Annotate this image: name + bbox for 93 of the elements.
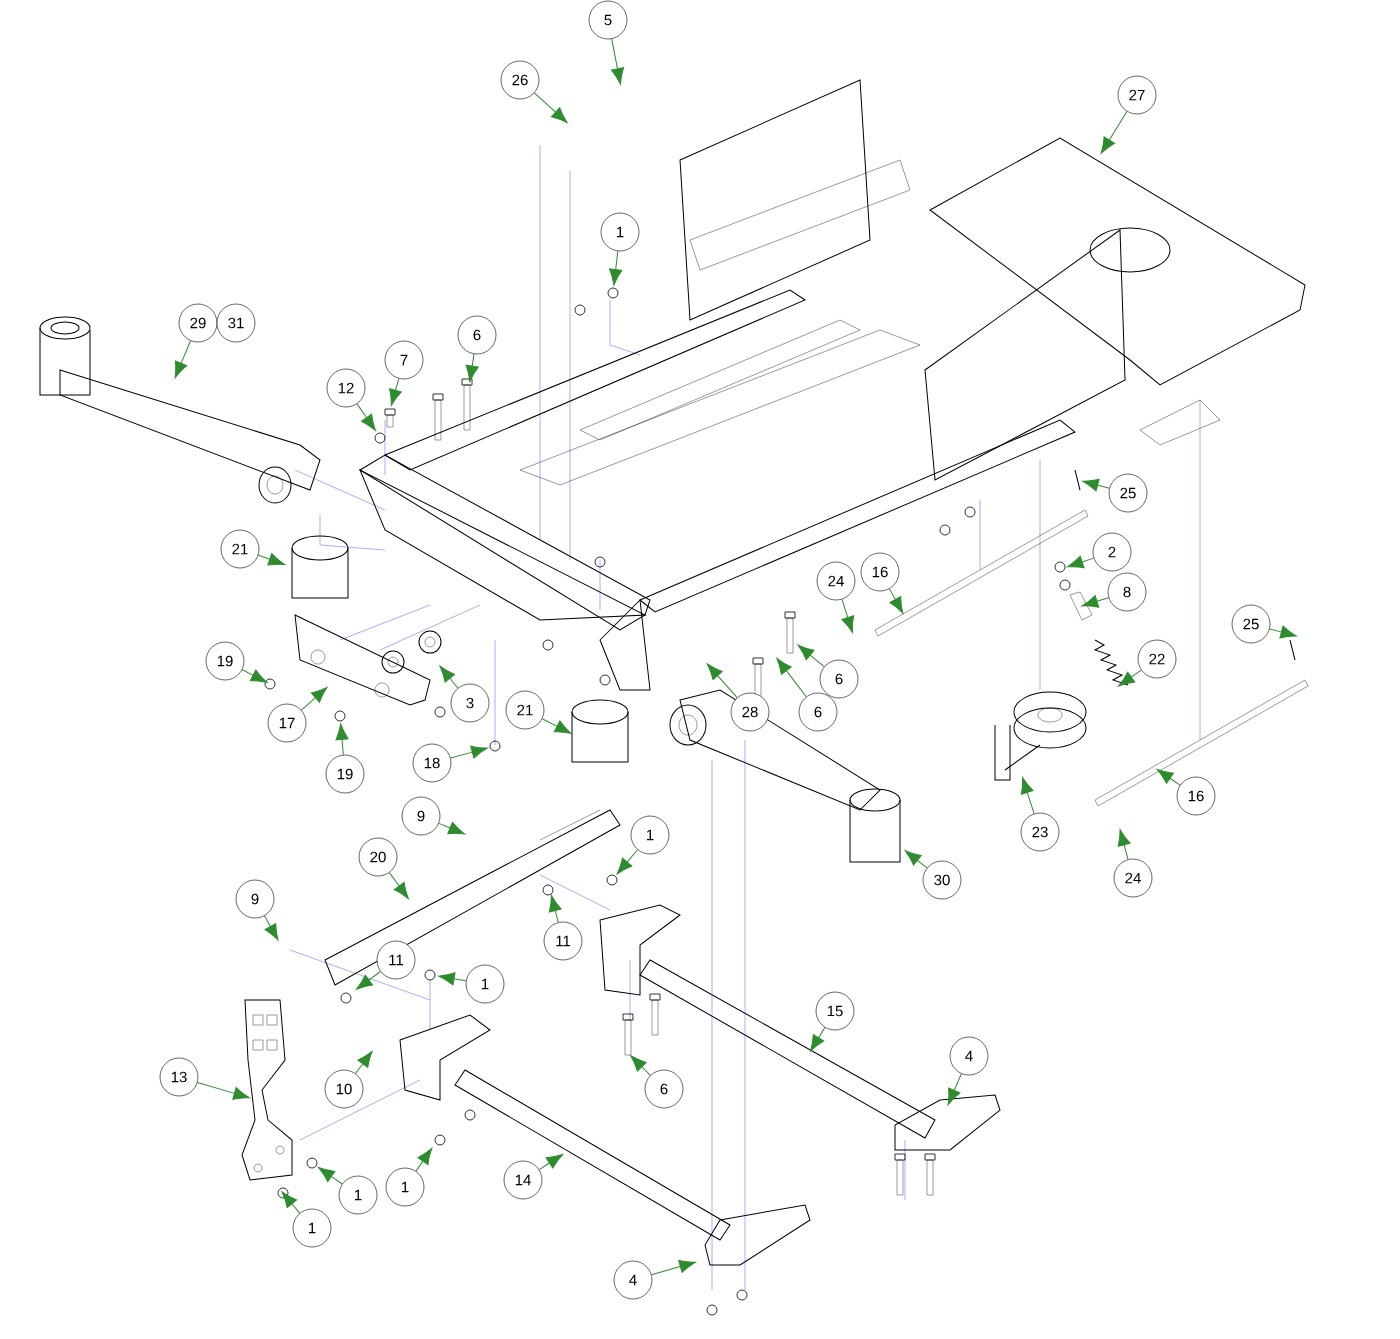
callout-number: 7 (384, 340, 424, 380)
callout-number: 21 (505, 690, 545, 730)
callout-number: 5 (588, 0, 628, 40)
leader-arrow (281, 1191, 301, 1214)
callout-number: 14 (503, 1160, 543, 1200)
leader-arrow (888, 588, 904, 614)
callout-number: 8 (1107, 572, 1147, 612)
leader-arrow (630, 1055, 651, 1076)
leader-arrow (450, 745, 488, 759)
leader-arrow (241, 669, 268, 683)
leader-arrow (947, 1073, 962, 1106)
leader-arrow (1020, 777, 1035, 815)
leader-arrow (197, 1081, 250, 1100)
callout-number: 9 (235, 879, 275, 919)
leader-arrow (1066, 555, 1095, 569)
callout-number: 4 (613, 1260, 653, 1300)
callout-number: 16 (860, 552, 900, 592)
callout-number: 25 (1108, 473, 1148, 513)
leader-arrow (1081, 595, 1110, 608)
leader-arrow (1082, 478, 1110, 492)
leader-arrow (415, 1147, 433, 1172)
callout-number: 1 (385, 1167, 425, 1207)
callout-number: 1 (600, 212, 640, 252)
callout-number: 19 (205, 641, 245, 681)
callout-number: 1 (338, 1175, 378, 1215)
leader-arrow (541, 718, 572, 734)
leader-arrow (706, 663, 738, 699)
callout-number: 19 (325, 754, 365, 794)
leader-arrow (1118, 669, 1142, 687)
leader-arrow (616, 849, 639, 875)
callout-number: 30 (922, 860, 962, 900)
callout-number: 24 (816, 561, 856, 601)
leader-arrow (797, 644, 825, 668)
leader-arrow (438, 972, 467, 986)
leader-arrow (1100, 110, 1128, 154)
leader-arrow (651, 1260, 696, 1276)
callout-number: 20 (358, 837, 398, 877)
leader-arrow (318, 1167, 343, 1185)
callout-number: 2 (1092, 532, 1132, 572)
leader-arrow (355, 971, 381, 990)
leader-arrow (356, 403, 376, 431)
callout-number: 1 (630, 815, 670, 855)
callout-number: 1 (292, 1208, 332, 1248)
callout-number: 6 (798, 692, 838, 732)
leader-arrow (174, 340, 192, 379)
callout-number: 28 (730, 692, 770, 732)
callout-number: 24 (1113, 858, 1153, 898)
leader-arrow (465, 353, 479, 382)
leader-arrow (1269, 625, 1297, 639)
callout-number: 26 (500, 60, 540, 100)
leader-arrow (355, 1050, 373, 1075)
leader-arrow (611, 38, 624, 85)
leader-arrow (438, 821, 465, 835)
callout-number: 25 (1231, 604, 1271, 644)
callout-number: 27 (1117, 75, 1157, 115)
leader-arrow (388, 872, 409, 900)
callout-number: 17 (267, 703, 307, 743)
callout-number: 18 (412, 743, 452, 783)
callout-number: 3 (450, 683, 490, 723)
callout-number: 15 (815, 991, 855, 1031)
leader-arrow (533, 92, 568, 124)
callout-number: 13 (159, 1057, 199, 1097)
leader-arrow (300, 686, 328, 711)
callout-number: 4 (949, 1036, 989, 1076)
leader-arrow (335, 723, 349, 756)
callout-number: 16 (1176, 776, 1216, 816)
leader-arrow (389, 378, 402, 406)
callout-number: 23 (1020, 812, 1060, 852)
callout-number: 6 (644, 1069, 684, 1109)
callout-number: 22 (1137, 639, 1177, 679)
leader-arrow (841, 598, 855, 633)
callout-number: 1 (465, 964, 505, 1004)
callout-number: 6 (457, 315, 497, 355)
leader-arrow (1156, 768, 1181, 786)
callout-number: 9 (401, 796, 441, 836)
leader-arrow (263, 915, 279, 941)
leader-arrow (257, 553, 285, 566)
callout-number: 12 (326, 368, 366, 408)
callout-number: 21 (220, 529, 260, 569)
leader-arrow (439, 665, 459, 689)
callout-number: 6 (819, 659, 859, 699)
leader-arrow (538, 1154, 564, 1171)
callout-number: 10 (324, 1069, 364, 1109)
leader-arrow (776, 657, 807, 698)
callout-number: 11 (543, 921, 583, 961)
leader-arrow (1117, 829, 1131, 860)
leader-arrow (609, 250, 623, 286)
leader-arrow (904, 850, 928, 869)
callout-number: 29 (178, 303, 218, 343)
callout-number: 11 (376, 940, 416, 980)
leader-arrow (809, 1026, 826, 1052)
leader-arrow (548, 894, 562, 923)
callout-number: 31 (216, 303, 256, 343)
